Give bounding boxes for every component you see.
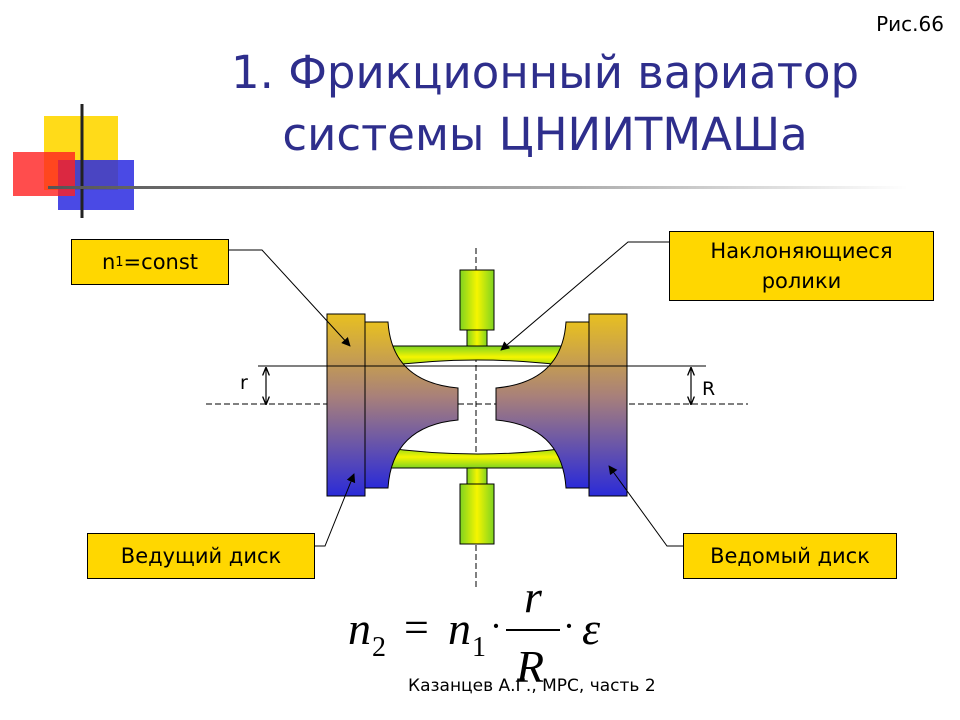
leader-driving-disk (315, 473, 356, 547)
n1-prefix: n (101, 250, 116, 274)
upper-shaft-neck (466, 329, 488, 347)
n1-subscript: 1 (115, 254, 124, 270)
figure-label: Рис.66 (876, 12, 944, 36)
formula-epsilon: ε (582, 603, 601, 654)
formula-n2-sub: 2 (372, 632, 386, 663)
footer-author: Казанцев А.Г., МРС, часть 2 (408, 676, 656, 696)
callout-driving-disk: Ведущий диск (87, 533, 315, 579)
lower-roller (371, 445, 583, 469)
callout-driven-disk: Ведомый диск (683, 533, 897, 579)
callout-tilting-rollers: Наклоняющиеся ролики (669, 231, 934, 301)
callout-driving-disk-text: Ведущий диск (120, 544, 282, 568)
title-line-2: системы ЦНИИТМАШа (282, 108, 808, 161)
driving-disk-profile (364, 321, 459, 489)
formula-numerator-r: r (524, 572, 543, 622)
formula-equals: = (404, 603, 429, 652)
lower-shaft-end (459, 483, 495, 545)
callout-driven-disk-text: Ведомый диск (710, 544, 870, 568)
lower-shaft-neck (466, 467, 488, 485)
small-radius-label: r (240, 372, 248, 394)
driven-disk-profile (495, 321, 590, 489)
n1-suffix: =const (123, 250, 199, 274)
formula-n1-sub: 1 (472, 632, 486, 663)
title-rule (48, 186, 908, 189)
decorative-squares (13, 104, 908, 218)
formula-dot-2: · (563, 606, 575, 646)
page-title: 1. Фрикционный вариатор системы ЦНИИТМАШ… (150, 42, 940, 166)
formula-n2-var: n (348, 603, 371, 654)
leader-n1-const (229, 249, 351, 347)
callout-tilting-rollers-text: Наклоняющиеся ролики (710, 239, 893, 293)
driven-disk-plate (588, 313, 628, 497)
formula-denominator-R: R (515, 641, 544, 692)
formula-dot-1: · (490, 606, 502, 646)
upper-shaft-end (459, 269, 495, 331)
formula-n1-var: n (448, 603, 471, 654)
title-line-1: 1. Фрикционный вариатор (230, 46, 860, 99)
transmission-formula: n 2 = n 1 · r R · ε (348, 572, 601, 692)
large-radius-label: R (702, 378, 716, 400)
leader-driven-disk (608, 465, 683, 547)
leader-rollers (500, 241, 670, 351)
